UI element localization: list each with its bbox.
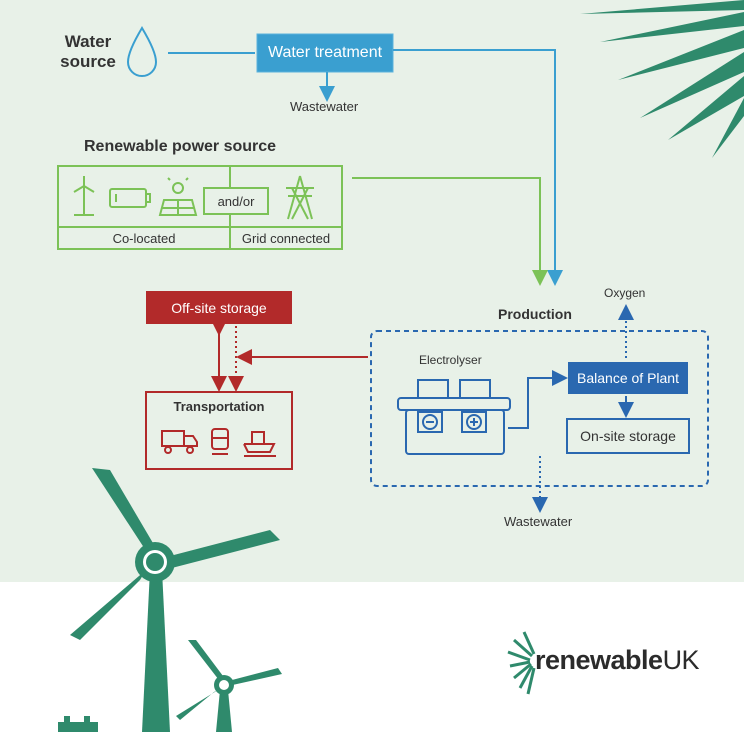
electrolyser-label: Electrolyser [419, 353, 482, 367]
ship-icon [243, 431, 276, 457]
electrolyser-icon [397, 379, 511, 455]
balance-of-plant-box [568, 362, 688, 394]
balance-of-plant-label: Balance of Plant [577, 370, 679, 386]
wastewater-bottom-label: Wastewater [504, 514, 573, 529]
offsite-storage-box [146, 291, 292, 324]
water-source-line2: source [60, 52, 116, 71]
water-treatment-label: Water treatment [267, 44, 383, 61]
palm-leaves-decoration [580, 0, 744, 158]
renewableuk-logo-icon [507, 631, 536, 695]
brand-part1: renewable [535, 645, 663, 675]
water-source-label: Water source [58, 32, 118, 72]
andor-box [203, 187, 269, 215]
building-decoration [58, 716, 98, 732]
truck-icon [161, 430, 198, 454]
onsite-storage-label: On-site storage [580, 428, 676, 444]
solar-panel-icon [158, 177, 198, 216]
transportation-box [145, 391, 293, 470]
small-wind-turbine [176, 640, 282, 732]
train-icon [211, 428, 229, 455]
transportation-label: Transportation [173, 399, 265, 414]
offsite-storage-label: Off-site storage [171, 299, 267, 316]
brand-part2: UK [662, 645, 700, 675]
colocated-label: Co-located [112, 230, 176, 246]
wind-turbine-icon [73, 176, 95, 216]
large-wind-turbine [70, 468, 280, 732]
wastewater-top-label: Wastewater [290, 99, 359, 114]
pylon-icon [286, 175, 314, 220]
oxygen-label: Oxygen [604, 286, 646, 300]
battery-icon [109, 188, 151, 208]
onsite-storage-box [566, 418, 690, 454]
production-title: Production [498, 306, 572, 322]
water-treatment-box [256, 33, 394, 73]
renewable-power-box [57, 165, 343, 250]
andor-label: and/or [217, 193, 255, 209]
water-source-line1: Water [64, 32, 112, 51]
renewableuk-logo-text: renewableUK [535, 645, 700, 676]
grid-connected-label: Grid connected [241, 230, 331, 246]
water-drop-icon [126, 26, 158, 77]
renewable-power-title: Renewable power source [84, 138, 277, 155]
